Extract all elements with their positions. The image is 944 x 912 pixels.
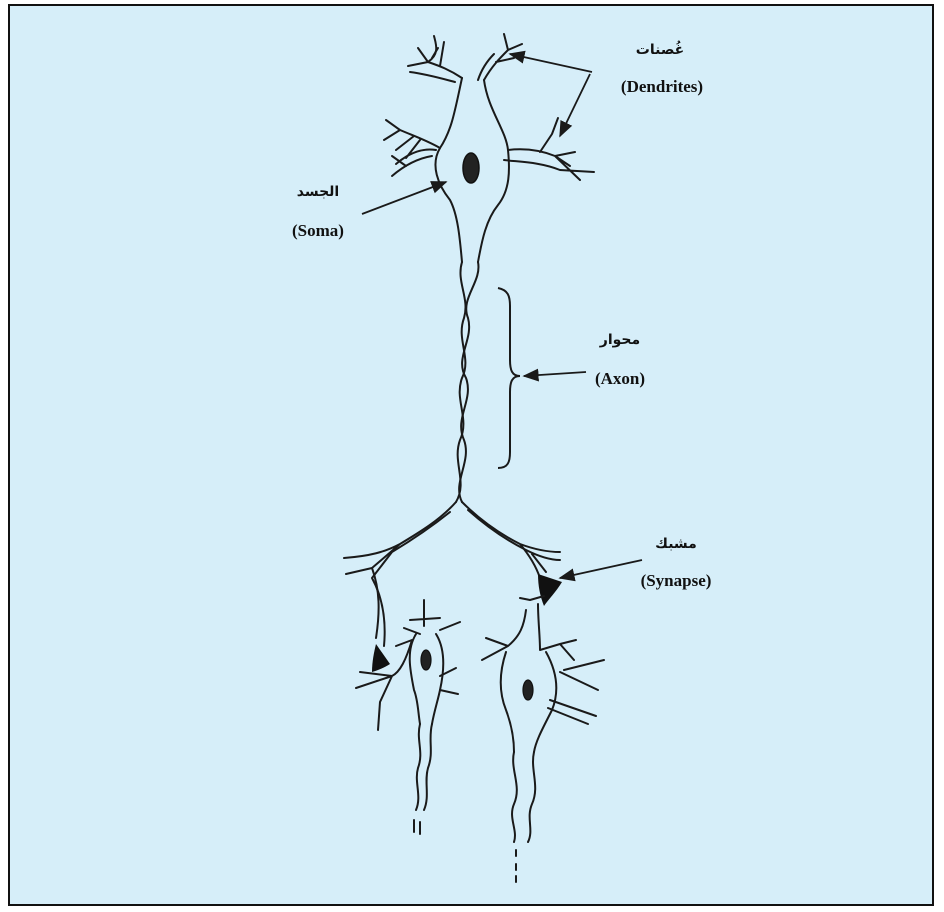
right-neuron-dendrites <box>482 596 604 724</box>
downstream-neuron-left <box>356 600 460 834</box>
right-neuron-axon <box>512 752 535 842</box>
synapse-terminal-right <box>538 574 562 606</box>
dendrites-label-en: (Dendrites) <box>621 77 703 96</box>
dendrite-top-left <box>408 36 462 78</box>
synapse-arrow <box>560 560 642 578</box>
left-neuron-axon-tail <box>414 820 420 834</box>
dendrites-arrow-2 <box>560 74 590 136</box>
dendrites-label-ar: غُصنات <box>636 40 684 58</box>
right-neuron-nucleus <box>523 680 533 700</box>
axon-bracket <box>498 288 520 468</box>
dendrites-arrow-1 <box>510 54 592 72</box>
soma-label-en: (Soma) <box>292 221 344 240</box>
axon-branch-right <box>462 502 560 578</box>
axon-label-ar: محوار <box>599 332 640 348</box>
left-neuron-body <box>410 634 444 724</box>
axon-label-en: (Axon) <box>595 369 645 388</box>
axon-branch-left-inner <box>372 512 450 646</box>
main-neuron <box>344 34 594 646</box>
synapse-label-en: (Synapse) <box>641 571 712 590</box>
synapse-terminal-left <box>372 644 390 672</box>
dendrite-left-b <box>392 156 432 176</box>
left-neuron-axon <box>416 724 432 810</box>
dendrite-right <box>504 118 594 180</box>
soma-nucleus <box>463 153 479 183</box>
left-neuron-dendrites <box>356 600 460 730</box>
downstream-neuron-right <box>482 596 604 882</box>
axon-arrow <box>524 372 586 376</box>
soma-label-ar: الجسد <box>297 184 339 200</box>
left-neuron-nucleus <box>421 650 431 670</box>
axon-strand-b <box>459 262 478 502</box>
right-neuron-body <box>501 652 557 752</box>
dendrite-top-right <box>478 34 522 80</box>
synapse-label-ar: مشبك <box>655 536 697 552</box>
soma-arrow <box>362 182 446 214</box>
